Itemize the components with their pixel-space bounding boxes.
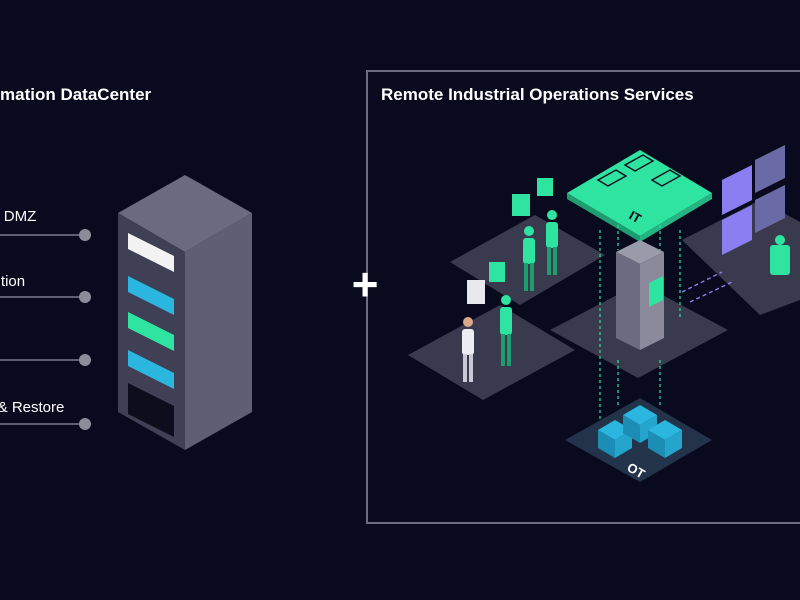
it-platform: IT — [567, 150, 712, 242]
rack-slot-green — [128, 312, 174, 351]
dashboard-monitor-1 — [722, 165, 752, 215]
person-2 — [546, 210, 558, 275]
platform-people-bottom — [408, 305, 575, 400]
checkmark-icon — [537, 178, 553, 196]
rack-slot-cyan — [128, 276, 174, 315]
connector-lines — [0, 229, 91, 430]
central-server — [616, 240, 664, 350]
chat-bubble-icon — [512, 194, 530, 216]
server-rack — [118, 175, 252, 450]
document-icon — [467, 280, 485, 304]
remote-services-frame — [366, 70, 800, 524]
person-4 — [462, 317, 474, 382]
person-3 — [500, 295, 512, 366]
rack-slot-dark — [128, 383, 174, 437]
plus-sign: + — [351, 258, 379, 310]
lightbulb-icon — [489, 262, 505, 282]
platform-monitors — [682, 200, 800, 315]
ot-platform: OT — [565, 398, 712, 482]
list-item-dmz: DMZ — [3, 208, 37, 225]
datacenter-title: mation DataCenter — [0, 85, 152, 104]
operator — [770, 245, 790, 275]
person-1 — [523, 226, 535, 291]
purple-arrows — [681, 271, 733, 303]
dashboard-monitor-4 — [755, 185, 785, 233]
people-group — [462, 178, 558, 382]
monitor-wall — [722, 145, 790, 275]
rack-slot-cyan-2 — [128, 350, 174, 389]
flow-arrows — [599, 225, 681, 420]
dashboard-monitor-2 — [755, 145, 785, 193]
list-item-restore: & Restore — [0, 399, 65, 416]
list-item-tion: tion — [0, 273, 26, 290]
rack-slot-white — [128, 233, 174, 272]
dashboard-monitor-3 — [722, 205, 752, 255]
remote-services-title: Remote Industrial Operations Services — [381, 85, 694, 104]
chat-bubble-icons — [467, 178, 553, 304]
